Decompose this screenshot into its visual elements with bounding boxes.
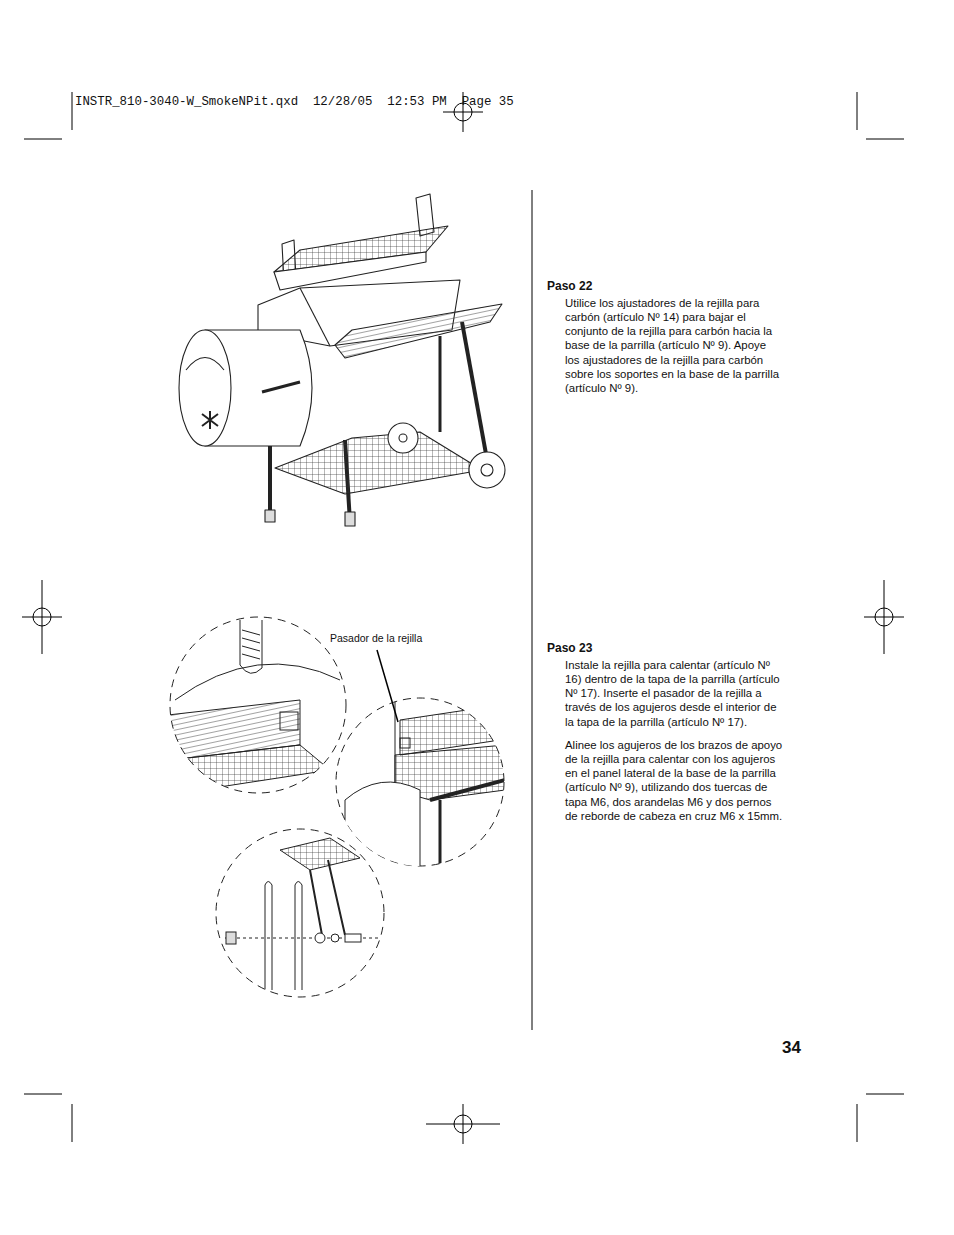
column-divider bbox=[532, 190, 533, 1030]
registration-marks bbox=[22, 92, 904, 1144]
step-heading: Paso 22 bbox=[547, 279, 667, 294]
leader-line bbox=[377, 650, 398, 722]
file-header: INSTR_810-3040-W_SmokeNPit.qxd 12/28/05 … bbox=[75, 95, 535, 110]
step-text: Instale la rejilla para calentar (artícu… bbox=[565, 658, 783, 729]
step-text: Utilice los ajustadores de la rejilla pa… bbox=[565, 296, 783, 395]
step-text: Alinee los agujeros de los brazos de apo… bbox=[565, 738, 783, 823]
step-heading: Paso 23 bbox=[547, 641, 667, 656]
page-number: 34 bbox=[782, 1037, 822, 1058]
crop-marks bbox=[24, 92, 904, 1142]
part-label: Pasador de la rejilla bbox=[330, 632, 450, 645]
detail-circles bbox=[168, 617, 505, 997]
grill-illustration bbox=[179, 194, 505, 526]
